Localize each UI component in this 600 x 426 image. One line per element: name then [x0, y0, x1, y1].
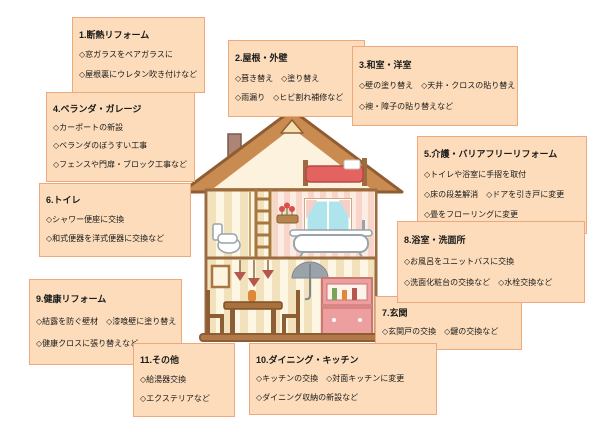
box-title: 10.ダイニング・キッチン	[256, 354, 359, 365]
kitchen-cabinet-icon	[321, 277, 373, 335]
box-item: ◇ベランダのぼうすい工事	[53, 141, 148, 151]
label-box-roof-exterior: 2.屋根・外壁 ◇葺き替え ◇塗り替え ◇雨漏り ◇ヒビ割れ補修など	[228, 40, 365, 117]
box-title: 8.浴室・洗面所	[404, 235, 466, 246]
toilet-icon	[212, 223, 241, 254]
box-title: 9.健康リフォーム	[36, 294, 107, 305]
label-box-barrier-free: 5.介護・バリアフリーリフォーム ◇トイレや浴室に手摺を取付 ◇床の段差解消 ◇…	[417, 136, 587, 234]
box-item: ◇洗面化粧台の交換など ◇水栓交換など	[404, 278, 553, 288]
box-item: ◇ダイニング収納の新設など	[256, 392, 359, 402]
box-item: ◇フェンスや門扉・ブロック工事など	[53, 159, 187, 169]
box-item: ◇床の段差解消 ◇ドアを引き戸に変更	[424, 190, 565, 200]
box-title: 6.トイレ	[46, 195, 81, 206]
attic-bed-icon	[303, 158, 367, 186]
box-title: 4.ベランダ・ガレージ	[53, 103, 142, 114]
box-item: ◇結露を防ぐ壁材 ◇漆喰壁に塗り替え	[36, 317, 177, 327]
box-item: ◇健康クロスに張り替えなど	[36, 339, 139, 349]
dining-table-icon	[223, 290, 283, 333]
box-item: ◇シャワー便座に交換	[46, 215, 125, 225]
umbrella-icon	[291, 261, 329, 301]
pendant-lamp-icon	[234, 260, 274, 287]
house-base	[199, 333, 383, 342]
box-title: 3.和室・洋室	[359, 59, 412, 70]
box-item: ◇カーポートの新設	[53, 122, 124, 132]
box-item: ◇屋根裏にウレタン吹き付けなど	[79, 69, 198, 79]
box-item: ◇お風呂をユニットバスに交換	[404, 257, 515, 267]
label-box-dining-kitchen: 10.ダイニング・キッチン ◇キッチンの交換 ◇対面キッチンに変更 ◇ダイニング…	[249, 343, 437, 415]
label-box-others: 11.その他 ◇給湯器交換 ◇エクステリアなど	[133, 343, 235, 417]
box-title: 7.玄関	[382, 307, 408, 318]
house-svg	[180, 108, 404, 342]
picture-frame-icon	[210, 264, 231, 289]
house-illustration	[176, 104, 406, 342]
box-item: ◇エクステリアなど	[140, 394, 210, 404]
box-title: 11.その他	[140, 355, 180, 366]
label-box-entrance: 7.玄関 ◇玄関戸の交換 ◇鍵の交換など	[375, 296, 522, 350]
box-item: ◇襖・障子の貼り替えなど	[359, 101, 454, 111]
bathtub-icon	[289, 220, 373, 258]
label-box-bathroom-washroom: 8.浴室・洗面所 ◇お風呂をユニットバスに交換 ◇洗面化粧台の交換など ◇水栓交…	[397, 221, 585, 303]
chair-icon	[206, 290, 300, 334]
box-item: ◇葺き替え ◇塗り替え	[235, 73, 320, 83]
window	[304, 198, 352, 234]
box-title: 5.介護・バリアフリーリフォーム	[424, 149, 558, 160]
label-box-toilet: 6.トイレ ◇シャワー便座に交換 ◇和式便器を洋式便器に交換など	[39, 183, 191, 257]
box-item: ◇キッチンの交換 ◇対面キッチンに変更	[256, 374, 405, 384]
box-item: ◇トイレや浴室に手摺を取付	[424, 170, 527, 180]
ladder-icon	[254, 189, 272, 257]
flower-box-icon	[276, 202, 299, 224]
box-item: ◇雨漏り ◇ヒビ割れ補修など	[235, 93, 344, 103]
box-item: ◇窓ガラスをペアガラスに	[79, 50, 173, 60]
label-box-japanese-western-room: 3.和室・洋室 ◇壁の塗り替え ◇天井・クロスの貼り替え ◇襖・障子の貼り替えな…	[352, 46, 518, 126]
box-item: ◇和式便器を洋式便器に交換など	[46, 234, 165, 244]
box-title: 1.断熱リフォーム	[79, 29, 150, 40]
label-box-veranda-garage: 4.ベランダ・ガレージ ◇カーポートの新設 ◇ベランダのぼうすい工事 ◇フェンス…	[46, 92, 195, 182]
box-item: ◇玄関戸の交換 ◇鍵の交換など	[382, 327, 499, 337]
box-item: ◇壁の塗り替え ◇天井・クロスの貼り替え	[359, 81, 516, 91]
box-title: 2.屋根・外壁	[235, 52, 288, 63]
box-item: ◇給湯器交換	[140, 375, 187, 385]
label-box-insulation: 1.断熱リフォーム ◇窓ガラスをペアガラスに ◇屋根裏にウレタン吹き付けなど	[72, 17, 205, 93]
box-item: ◇畳をフローリングに変更	[424, 210, 519, 220]
